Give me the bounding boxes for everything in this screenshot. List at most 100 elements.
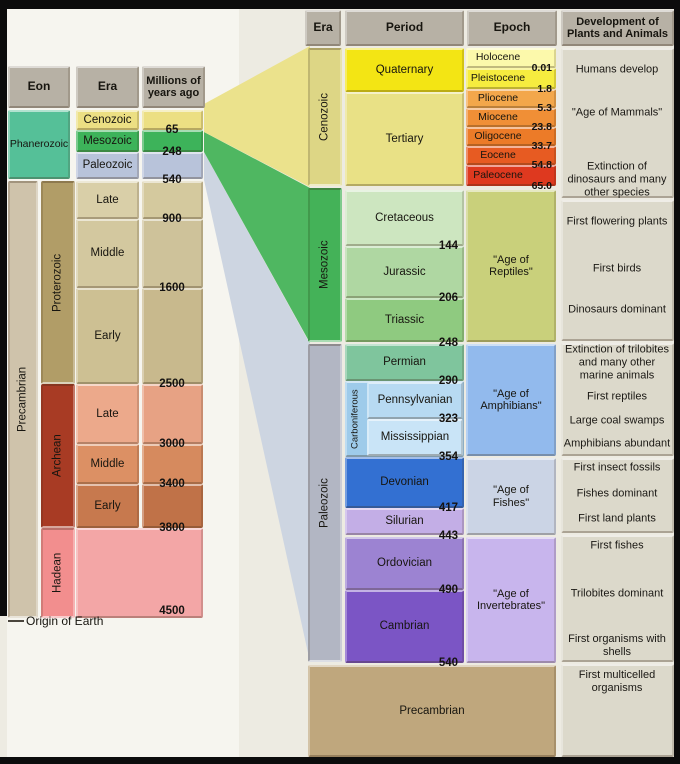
right-header-epoch: Epoch	[467, 10, 557, 46]
frame-left	[0, 0, 7, 616]
development-box-mesozoic	[561, 200, 674, 341]
development-box-paleozoic-upper	[561, 343, 674, 456]
development-note: First land plants	[578, 512, 656, 525]
boundary-age-4500: 4500	[159, 605, 185, 617]
boundary-540: 540	[438, 657, 458, 669]
boundary-248: 248	[438, 337, 458, 349]
cenozoic-wedge	[204, 46, 310, 187]
era-strip-cenozoic: Cenozoic	[308, 48, 342, 186]
epoch-cell-paleocene: Paleocene	[466, 165, 556, 186]
boundary-54.8: 54.8	[531, 159, 552, 171]
eon-cell-phanerozoic: Phanerozoic	[8, 110, 70, 179]
years-cell-cenozoic	[142, 110, 203, 130]
epoch-cell-pliocene: Pliocene	[466, 89, 556, 108]
epoch-cell-eocene: Eocene	[466, 146, 556, 165]
archean-middle-cell: Middle	[76, 444, 139, 484]
origin-of-earth-label: Origin of Earth	[26, 614, 104, 628]
period-cell-jurassic: Jurassic	[345, 246, 464, 298]
period-cell-permian: Permian	[345, 344, 464, 381]
right-header-era: Era	[305, 10, 341, 46]
period-cell-quaternary: Quaternary	[345, 48, 464, 92]
archean-late-cell: Late	[76, 384, 139, 444]
boundary-0.01: 0.01	[531, 62, 552, 74]
years-cell-proterozoic-middle	[142, 219, 203, 288]
development-note: First reptiles	[587, 390, 647, 403]
boundary-443: 443	[438, 530, 458, 542]
frame-bottom	[0, 757, 680, 764]
boundary-23.8: 23.8	[531, 121, 552, 133]
age-block-reptiles: "Age of Reptiles"	[466, 190, 556, 342]
boundary-age-3000: 3000	[159, 438, 185, 450]
development-note: First multicelled organisms	[578, 669, 656, 694]
boundary-33.7: 33.7	[531, 140, 552, 152]
development-note: "Age of Mammals"	[571, 106, 663, 119]
development-note: Amphibians abundant	[563, 437, 671, 450]
paleozoic-wedge	[204, 152, 310, 662]
development-note: Dinosaurs dominant	[568, 303, 666, 316]
development-note: Fishes dominant	[576, 487, 658, 500]
carboniferous-label: Carboniferous	[349, 389, 361, 449]
subeon-cell-proterozoic: Proterozoic	[41, 181, 75, 384]
period-cell-cretaceous: Cretaceous	[345, 190, 464, 246]
boundary-323: 323	[438, 413, 458, 425]
left-header-era: Era	[76, 66, 139, 108]
boundary-age-540: 540	[162, 174, 182, 186]
epoch-cell-pleistocene: Pleistocene	[466, 68, 556, 89]
boundary-age-65: 65	[165, 124, 179, 136]
development-note: Trilobites dominant	[570, 587, 664, 600]
archean-early-cell: Early	[76, 484, 139, 528]
years-cell-proterozoic-late	[142, 181, 203, 219]
right-header-development: Development of Plants and Animals	[561, 10, 674, 46]
years-cell-mesozoic	[142, 130, 203, 152]
era-strip-mesozoic: Mesozoic	[308, 188, 342, 342]
development-note: First organisms with shells	[568, 633, 666, 658]
epoch-cell-oligocene: Oligocene	[466, 127, 556, 146]
subeon-cell-archean: Archean	[41, 384, 75, 528]
proterozoic-early-cell: Early	[76, 288, 139, 384]
development-note: First birds	[592, 262, 642, 275]
age-block-amphibians: "Age of Amphibians"	[466, 344, 556, 456]
period-cell-cambrian: Cambrian	[345, 590, 464, 663]
development-note: First fishes	[590, 539, 644, 552]
boundary-65.0: 65.0	[531, 180, 552, 192]
years-cell-archean-early	[142, 484, 203, 528]
era-cell-cenozoic: Cenozoic	[76, 110, 139, 130]
years-cell-proterozoic-early	[142, 288, 203, 384]
years-cell-archean-late	[142, 384, 203, 444]
boundary-age-3400: 3400	[159, 478, 185, 490]
development-note: Extinction of dinosaurs and many other s…	[567, 160, 667, 199]
period-cell-tertiary: Tertiary	[345, 92, 464, 186]
era-strip-paleozoic: Paleozoic	[308, 344, 342, 662]
era-cell-paleozoic: Paleozoic	[76, 152, 139, 179]
boundary-417: 417	[438, 502, 458, 514]
period-cell-ordovician: Ordovician	[345, 537, 464, 590]
boundary-age-2500: 2500	[159, 378, 185, 390]
period-cell-mississippian: Mississippian	[367, 419, 463, 456]
subeon-cell-hadean: Hadean	[41, 528, 75, 618]
development-box-paleozoic-lower	[561, 535, 674, 662]
left-header-years: Millions of years ago	[142, 66, 205, 108]
development-box-precambrian	[561, 664, 674, 757]
boundary-age-900: 900	[162, 213, 182, 225]
years-cell-paleozoic	[142, 152, 203, 179]
boundary-354: 354	[438, 451, 458, 463]
epoch-cell-miocene: Miocene	[466, 108, 556, 127]
precambrian-block: Precambrian	[308, 665, 556, 757]
boundary-144: 144	[438, 240, 458, 252]
boundary-1.8: 1.8	[537, 83, 552, 95]
boundary-490: 490	[438, 584, 458, 596]
development-box-paleozoic-middle	[561, 458, 674, 533]
development-note: First insect fossils	[573, 461, 661, 474]
right-header-period: Period	[345, 10, 464, 46]
years-cell-archean-middle	[142, 444, 203, 484]
period-cell-silurian: Silurian	[345, 508, 464, 535]
left-header-eon: Eon	[8, 66, 70, 108]
age-block-invertebrates: "Age of Invertebrates"	[466, 537, 556, 663]
period-cell-pennsylvanian: Pennsylvanian	[367, 382, 463, 419]
boundary-age-3800: 3800	[159, 522, 185, 534]
development-note: Extinction of trilobites and many other …	[565, 343, 669, 382]
development-note: First flowering plants	[566, 215, 668, 228]
